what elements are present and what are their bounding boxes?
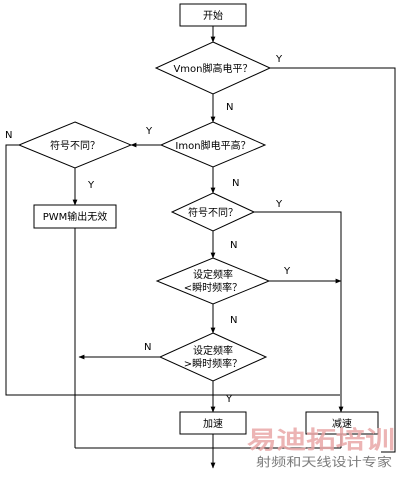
vmon-no-label: N	[226, 102, 233, 113]
sign-right-diamond	[170, 192, 256, 232]
sign-right-yes-label: Y	[275, 199, 283, 210]
node-labels: 开始 Vmon脚高电平？ Imon脚电平高？ 符号不同？ 符号不同？ PWM输出…	[43, 9, 352, 430]
imon-no-label: N	[232, 178, 239, 189]
vmon-diamond	[154, 41, 272, 95]
less-label-line2: <瞬时频率？	[184, 281, 242, 294]
imon-diamond	[159, 121, 267, 168]
connectors	[5, 26, 396, 469]
watermark-brand: 易迪拓培训	[247, 426, 395, 454]
vmon-label: Vmon脚高电平？	[173, 62, 252, 75]
start-label: 开始	[203, 9, 223, 22]
watermark: 易迪拓培训 射频和天线设计专家	[247, 426, 395, 469]
start-box	[179, 3, 247, 27]
imon-label: Imon脚电平高？	[175, 139, 250, 152]
accel-label: 加速	[203, 418, 223, 430]
sign-right-label: 符号不同？	[188, 206, 238, 219]
greater-label-line1: 设定频率	[193, 344, 233, 357]
sign-left-no-label: N	[5, 130, 12, 141]
less-yes-label: Y	[283, 266, 291, 277]
less-no-label: N	[230, 315, 237, 326]
accel-box	[179, 411, 247, 435]
sign-left-label: 符号不同？	[50, 139, 100, 152]
greater-yes-label: Y	[225, 394, 233, 405]
sign-right-no-label: N	[230, 240, 237, 251]
pwm-invalid-label: PWM输出无效	[43, 210, 108, 223]
decel-box	[305, 411, 379, 435]
greater-label-line2: >瞬时频率？	[184, 357, 242, 370]
imon-yes-label: Y	[145, 126, 153, 137]
pwm-invalid-box	[33, 204, 117, 229]
decel-label: 减速	[332, 418, 352, 430]
edge-sign-right-decel	[254, 211, 344, 413]
watermark-tagline: 射频和天线设计专家	[256, 454, 392, 469]
greater-no-label: N	[144, 342, 151, 353]
edge-vmon-decel	[270, 67, 396, 453]
edge-labels: Y N Y N N Y Y N Y N N Y	[5, 54, 291, 405]
edge-sign-left-no	[5, 144, 340, 396]
vmon-yes-label: Y	[275, 54, 283, 65]
greater-diamond	[158, 332, 268, 382]
sign-left-diamond	[17, 121, 133, 169]
nodes	[17, 3, 379, 435]
less-diamond	[155, 257, 271, 305]
less-label-line1: 设定频率	[193, 268, 233, 281]
sign-left-yes-label: Y	[87, 180, 95, 191]
